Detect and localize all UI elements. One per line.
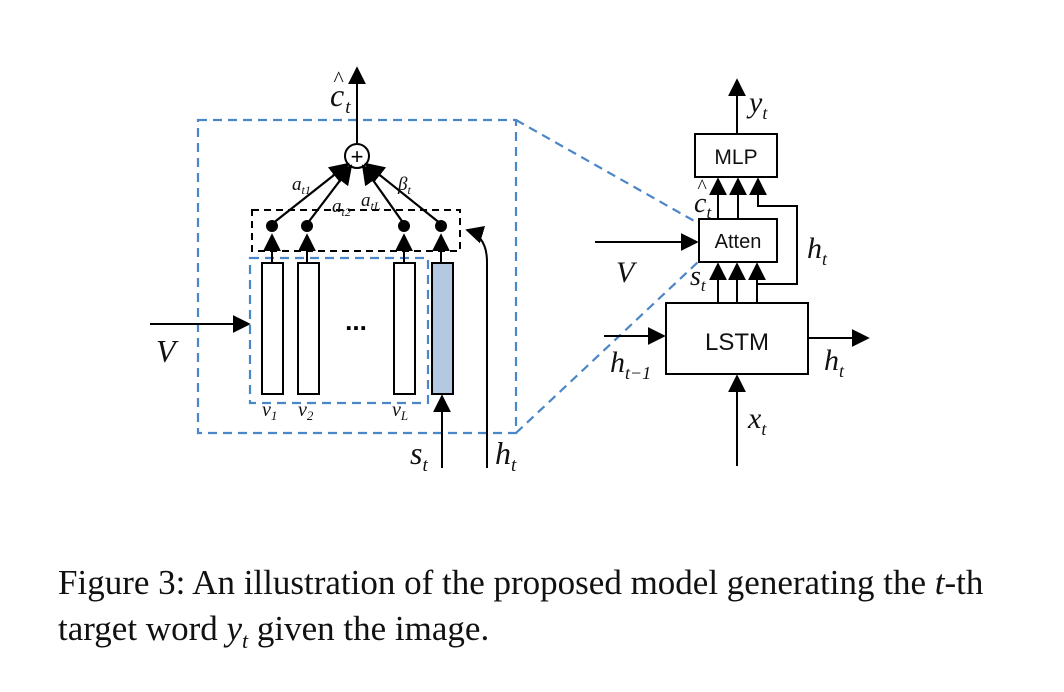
context-label-hat: ^ [697,176,707,198]
atten-box [698,218,778,263]
zoom-line-top [515,119,697,223]
weight-dot-1 [266,220,278,232]
hidden-output-label: ht [824,344,845,381]
vector-bar-L [393,262,416,395]
context-output-label: ct [330,77,351,118]
vector-label-L: vL [392,399,408,423]
hidden-input-label: ht [495,435,517,476]
weight-edge-2 [306,164,353,225]
caption-middle: -th target word [58,563,984,648]
weight-dot-beta [435,220,447,232]
vector-label-2: v2 [298,399,314,423]
weight-edge-beta [364,162,442,225]
caption-prefix: Figure 3: An illustration of the propose… [58,563,935,602]
weight-label-a2: at2 [332,196,351,219]
weight-dot-2 [301,220,313,232]
zoom-line-bottom [515,261,699,434]
atten-visual-input-label: V [616,256,638,289]
visual-input-label: V [156,333,179,369]
sentinel-bar [431,262,454,395]
sum-node [344,143,370,169]
context-hat: ^ [333,66,344,91]
caption-suffix: given the image. [248,609,490,648]
decoder-pipeline: yt MLP ct ^ Atten V ht st LSTM ht−1 [595,78,870,466]
mlp-label: MLP [714,146,757,169]
word-output-label: yt [746,86,768,123]
caption-y: y [226,609,243,648]
figure-caption: Figure 3: An illustration of the propose… [58,560,1048,664]
weight-label-aL: atL [361,190,381,213]
atten-label: Atten [715,231,762,253]
weight-node-frame [251,209,461,252]
attention-module: ct ^ + at1 at2 atL βt ... v1 v2 [150,66,699,476]
lstm-box [665,302,809,375]
hidden-bypass-to-mlp [749,177,798,285]
mlp-box [694,133,778,178]
weight-label-beta: βt [397,174,411,197]
caption-t: t [934,563,945,602]
vectors-ellipsis: ... [345,306,367,336]
sum-symbol: + [351,144,364,169]
word-input-label: xt [747,402,767,439]
hidden-input-arrow [465,226,488,468]
sentinel-input-label: st [410,435,428,476]
prev-hidden-input-label: ht−1 [610,346,651,383]
caption-y-sub: t [242,628,249,653]
lstm-label: LSTM [705,329,769,356]
weight-label-a1: at1 [292,174,311,197]
vector-label-1: v1 [262,399,277,423]
hidden-side-label: ht [807,232,828,269]
sentinel-label: st [690,261,707,295]
vector-bar-2 [297,262,320,395]
vector-bar-1 [261,262,284,395]
weight-dot-L [398,220,410,232]
context-label: ct [694,188,712,222]
